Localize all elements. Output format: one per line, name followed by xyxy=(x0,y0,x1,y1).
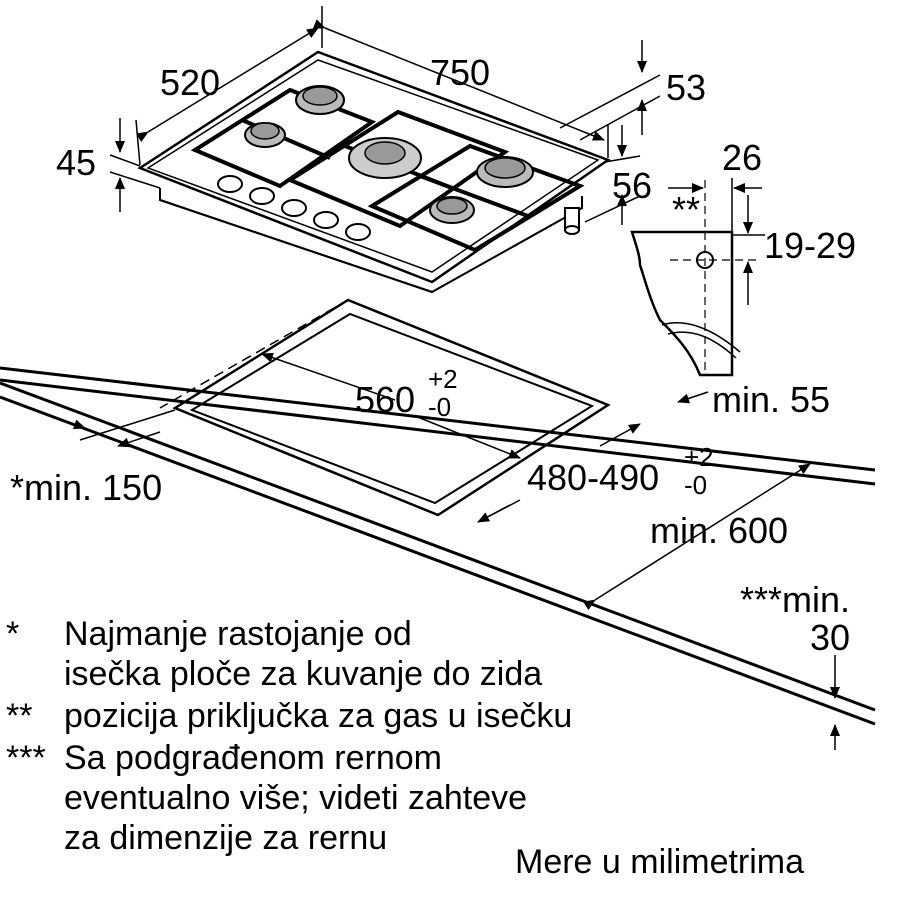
note-1: * Najmanje rastojanje od isečka ploče za… xyxy=(0,614,720,694)
worktop-depth-label: min. 600 xyxy=(650,510,788,551)
cutout-depth-tol-minus: -0 xyxy=(684,470,707,500)
burner xyxy=(244,122,286,148)
top-offset-label: 53 xyxy=(666,67,706,108)
note-line: za dimenzije za rernu xyxy=(64,819,388,857)
note-mark: *** xyxy=(6,739,46,777)
note-2: ** pozicija priključka za gas u isečku xyxy=(0,696,720,736)
note-line: isečka ploče za kuvanje do zida xyxy=(64,655,543,693)
hob-height-label: 45 xyxy=(56,142,96,183)
note-line: Najmanje rastojanje od xyxy=(64,615,412,653)
note-line: pozicija priključka za gas u isečku xyxy=(64,697,573,735)
burner xyxy=(348,137,422,179)
note-mark: * xyxy=(6,615,20,653)
units-note: Mere u milimetrima xyxy=(515,843,805,881)
cutout-width-tol-plus: +2 xyxy=(428,364,458,394)
cutout-depth-tol-plus: +2 xyxy=(684,442,714,472)
cutout-width-tol-minus: -0 xyxy=(428,392,451,422)
note-line: eventualno više; videti zahteve xyxy=(64,779,528,817)
connector-detail xyxy=(630,178,765,377)
note-line: Sa podgrađenom rernom xyxy=(64,739,443,777)
burner xyxy=(429,196,475,224)
hob-width-label: 750 xyxy=(430,52,490,93)
cutout-depth-label: 480-490 xyxy=(527,457,659,498)
connector-height-label: 19-29 xyxy=(764,225,856,266)
connector-width-label: 26 xyxy=(722,137,762,178)
dimension-lines xyxy=(109,6,661,225)
back-min-label: min. 55 xyxy=(712,379,830,420)
gas-offset-label: 56 xyxy=(612,165,652,206)
note-mark: ** xyxy=(6,697,33,735)
cutout xyxy=(159,298,611,517)
hob-depth-label: 520 xyxy=(160,62,220,103)
cutout-dimension-lines xyxy=(41,352,840,750)
connector-marker-label: ** xyxy=(672,189,700,230)
control-knobs xyxy=(217,175,371,241)
oven-min-value: 30 xyxy=(810,617,850,658)
burner xyxy=(295,85,345,115)
cutout-width-label: 560 xyxy=(355,379,415,420)
oven-min-label: ***min. xyxy=(740,579,850,620)
burner xyxy=(476,156,534,188)
side-min-label: *min. 150 xyxy=(10,467,162,508)
gas-connector xyxy=(564,207,580,235)
note-3: *** Sa podgrađenom rernom eventualno viš… xyxy=(0,738,720,858)
